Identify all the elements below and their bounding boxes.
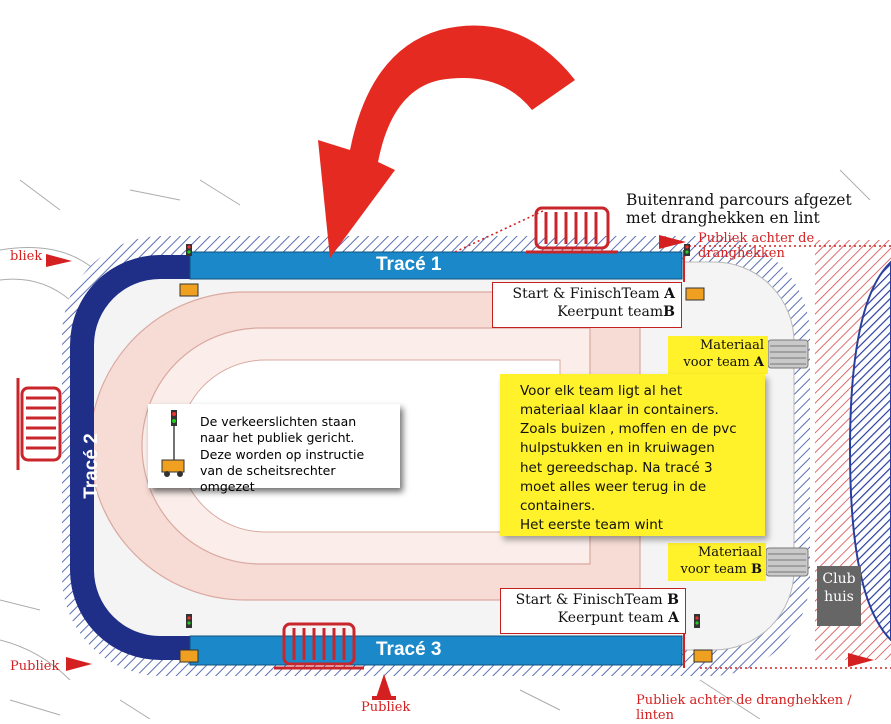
clubhouse-line1: Club [822,571,856,587]
material-b-letter: B [751,561,762,577]
cone-icon [372,674,396,700]
material-a-line1: Materiaal [699,338,764,353]
trace3-label: Tracé 3 [376,639,442,660]
start-finish-b-text: Start & FinischTeam [515,592,668,608]
trace3-track [189,635,683,666]
start-finish-team-a-box: Start & FinischTeam A Keerpunt teamB [492,282,682,328]
turnpoint-b-text: Keerpunt team [557,303,664,320]
info-line: Het eerste team wint [520,517,664,534]
start-finish-team-b-box: Start & FinischTeam B Keerpunt team A [500,588,686,634]
material-team-b: Materiaal voor team B [668,543,766,581]
public-behind-fences-bottom: Publiek achter de dranghekken / linten [636,693,852,723]
info-line: Voor elk team ligt al het [520,383,683,399]
traffic-light-cart-icon [161,410,185,477]
outer-edge-label: Buitenrand parcours afgezet met dranghek… [626,191,852,228]
trace2-track [70,255,190,660]
start-finish-a-letter: A [664,286,675,302]
outer-edge-line1: Buitenrand parcours afgezet [626,191,852,209]
barrier-lines [454,209,891,669]
note-line: Deze worden op instructie [200,446,365,462]
turnpoint-a-letter: A [668,609,679,626]
material-b-text: voor team [680,561,751,577]
public-bottom: Publiek [361,700,411,715]
traffic-lights-note: De verkeerslichten staan naar het publie… [148,404,400,494]
info-line: moet alles weer terug in de [520,478,707,495]
team-info-box: Voor elk team ligt al het materiaal klaa… [500,374,765,536]
fence-barrier-icon [16,378,62,470]
turnpoint-b-letter: B [663,303,675,320]
clubhouse: Club huis [817,566,861,626]
right-field-oval [848,260,891,642]
turnpoint-a-text: Keerpunt team [557,609,669,626]
material-a-text: voor team [683,354,754,370]
start-finish-a-text: Start & FinischTeam [512,286,665,302]
info-line: het gereedschap. Na tracé 3 [520,459,713,476]
info-line: Zoals buizen , moffen en de pvc [520,421,737,438]
fence-barrier-icon [274,622,364,670]
material-a-letter: A [753,354,764,370]
clubhouse-line2: huis [824,589,854,606]
trace2-label: Tracé 2 [81,433,102,499]
material-b-line1: Materiaal [697,545,762,560]
material-team-a: Materiaal voor team A [668,336,768,374]
trace1-track [189,251,683,280]
public-left-top: bliek [10,249,43,264]
public-behind-fences-top: Publiek achter de dranghekken [698,231,815,261]
outer-edge-line2: met dranghekken en lint [626,208,820,227]
flag-icon [46,235,874,671]
trace1-label: Tracé 1 [376,254,442,275]
note-line: naar het publiek gericht. [200,430,355,446]
background-sketch [0,169,891,719]
fence-barrier-icon [526,206,618,254]
info-line: hulpstukken en in kruiwagen [520,440,715,457]
pipe-bundle-icon [765,339,809,577]
generator-cart-icon [179,283,713,663]
public-left-bottom: Publiek [10,659,60,674]
start-finish-b-letter: B [667,592,679,608]
note-line: van de scheitsrechter omgezet [200,462,336,494]
note-line: De verkeerslichten staan [200,414,357,429]
traffic-light-icon [186,244,700,628]
big-curved-arrow [318,25,575,258]
info-line: containers. [520,497,596,514]
info-line: materiaal klaar in containers. [520,402,719,419]
